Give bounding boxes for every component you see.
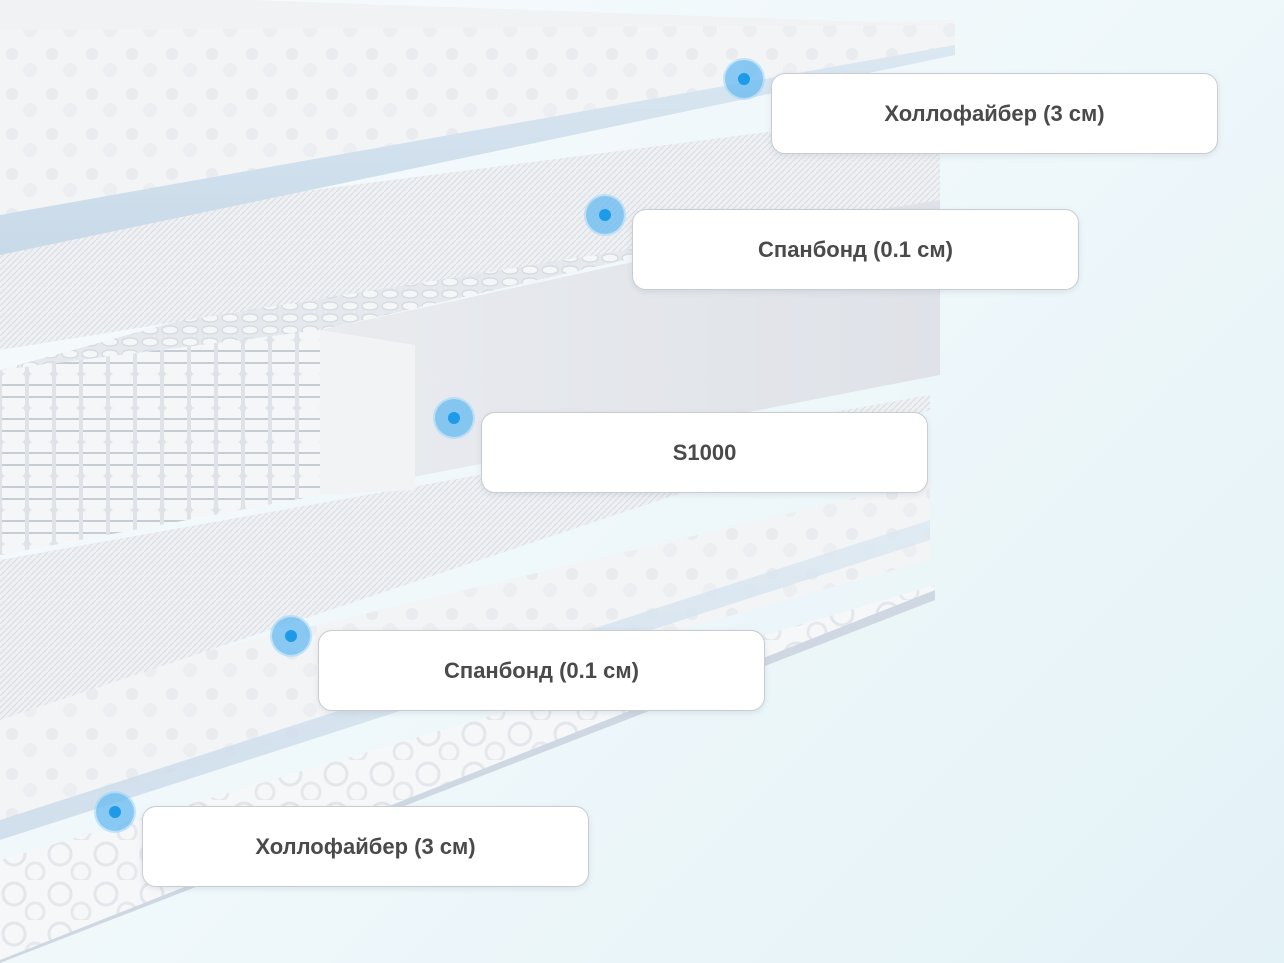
layer-label-bottom-spunbond: Спанбонд (0.1 см) (318, 630, 765, 711)
layer-marker-icon[interactable] (96, 793, 134, 831)
layer-label-top-spunbond: Спанбонд (0.1 см) (632, 209, 1079, 290)
layer-label-spring-block: S1000 (481, 412, 928, 493)
layer-label-top-hollofiber: Холлофайбер (3 см) (771, 73, 1218, 154)
layer-marker-icon[interactable] (586, 196, 624, 234)
layer-marker-icon[interactable] (272, 617, 310, 655)
layer-label-bottom-hollofiber: Холлофайбер (3 см) (142, 806, 589, 887)
layer-marker-icon[interactable] (725, 60, 763, 98)
layer-marker-icon[interactable] (435, 399, 473, 437)
